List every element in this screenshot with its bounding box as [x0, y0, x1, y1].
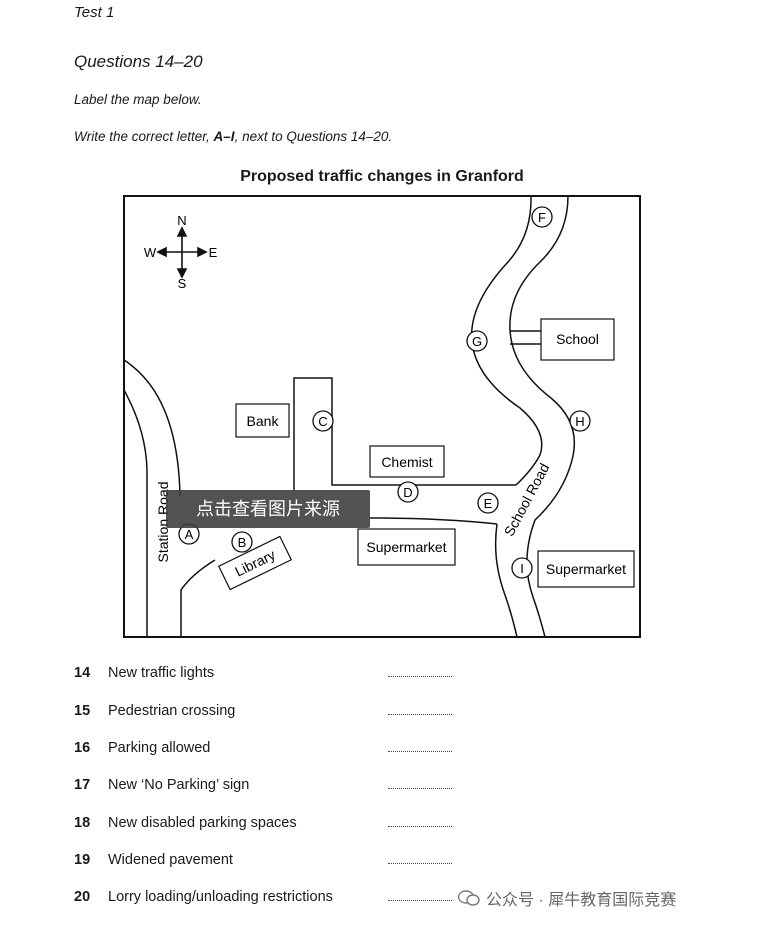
- school-road-west-edge-lower: [494, 523, 518, 638]
- compass-n: N: [177, 213, 186, 228]
- bank-label: Bank: [247, 413, 280, 429]
- point-a: A: [185, 527, 194, 542]
- map-points: A B C D E F G H I: [178, 206, 591, 579]
- compass-s: S: [178, 276, 187, 291]
- central-road-south-edge: [369, 517, 498, 525]
- point-i: I: [520, 561, 524, 576]
- question-text: Parking allowed: [108, 740, 211, 756]
- answer-blank[interactable]: [388, 749, 452, 752]
- supermarket-center-label: Supermarket: [366, 539, 446, 555]
- instruction-write-letter: Write the correct letter, A–I, next to Q…: [74, 129, 392, 144]
- point-c: C: [318, 414, 327, 429]
- map-title: Proposed traffic changes in Granford: [240, 168, 524, 185]
- chat-bubble-icon: [458, 890, 480, 906]
- question-number: 16: [74, 740, 91, 756]
- instruction-letter-range: A–I: [213, 129, 235, 144]
- question-number: 20: [74, 889, 91, 905]
- point-g: G: [472, 334, 482, 349]
- chemist-label: Chemist: [381, 454, 432, 470]
- compass-w: W: [144, 245, 157, 260]
- point-g-marker: [466, 330, 488, 352]
- question-text: New ‘No Parking’ sign: [108, 777, 250, 793]
- school-building: [540, 318, 615, 361]
- point-h-marker: [569, 410, 591, 432]
- question-number: 14: [74, 665, 91, 681]
- answer-blank[interactable]: [388, 674, 452, 677]
- station-road-west-edge: [123, 359, 181, 497]
- answer-blank[interactable]: [388, 898, 452, 901]
- school-road-west-edge: [470, 195, 543, 486]
- point-i-marker: [511, 557, 533, 579]
- instruction-suffix: , next to Questions 14–20.: [234, 129, 393, 144]
- supermarket-east-building: [537, 550, 635, 588]
- point-f-marker: [531, 206, 553, 228]
- question-text: Widened pavement: [108, 852, 233, 868]
- answer-blank[interactable]: [388, 824, 452, 827]
- answer-blank[interactable]: [388, 861, 452, 864]
- question-number: 17: [74, 777, 91, 793]
- side-street-edge: [293, 377, 370, 490]
- question-text: New disabled parking spaces: [108, 815, 297, 831]
- point-b: B: [238, 535, 247, 550]
- instruction-label-map: Label the map below.: [74, 92, 202, 107]
- answer-blank[interactable]: [388, 712, 452, 715]
- library-building: [217, 535, 293, 591]
- library-road-edge: [180, 559, 216, 637]
- point-e-marker: [477, 492, 499, 514]
- school-road-east-edge: [509, 195, 576, 638]
- point-d: D: [403, 485, 412, 500]
- school-label: School: [556, 331, 599, 347]
- bank-building: [235, 403, 290, 438]
- instruction-prefix: Write the correct letter,: [74, 129, 214, 144]
- chemist-building: [369, 445, 445, 478]
- point-e: E: [484, 496, 493, 511]
- supermarket-east-label: Supermarket: [546, 561, 626, 577]
- point-d-marker: [397, 481, 419, 503]
- point-c-marker: [312, 410, 334, 432]
- question-number: 18: [74, 815, 91, 831]
- question-number: 15: [74, 703, 91, 719]
- point-f: F: [538, 210, 546, 225]
- station-road-east-edge: [123, 389, 148, 637]
- questions-heading: Questions 14–20: [74, 52, 203, 71]
- question-text: Lorry loading/unloading restrictions: [108, 889, 333, 905]
- watermark-text: 公众号 · 犀牛教育国际竞赛: [486, 892, 677, 909]
- watermark: 公众号 · 犀牛教育国际竞赛: [458, 886, 676, 910]
- compass-e: E: [209, 245, 218, 260]
- test-label: Test 1: [74, 4, 115, 21]
- compass-icon: [156, 226, 208, 279]
- point-h: H: [575, 414, 584, 429]
- question-text: New traffic lights: [108, 665, 215, 681]
- answer-blank[interactable]: [388, 786, 452, 789]
- question-number: 19: [74, 852, 91, 868]
- point-b-marker: [231, 531, 253, 553]
- supermarket-center-building: [357, 528, 456, 566]
- image-source-button[interactable]: 点击查看图片来源: [166, 490, 370, 528]
- question-text: Pedestrian crossing: [108, 703, 236, 719]
